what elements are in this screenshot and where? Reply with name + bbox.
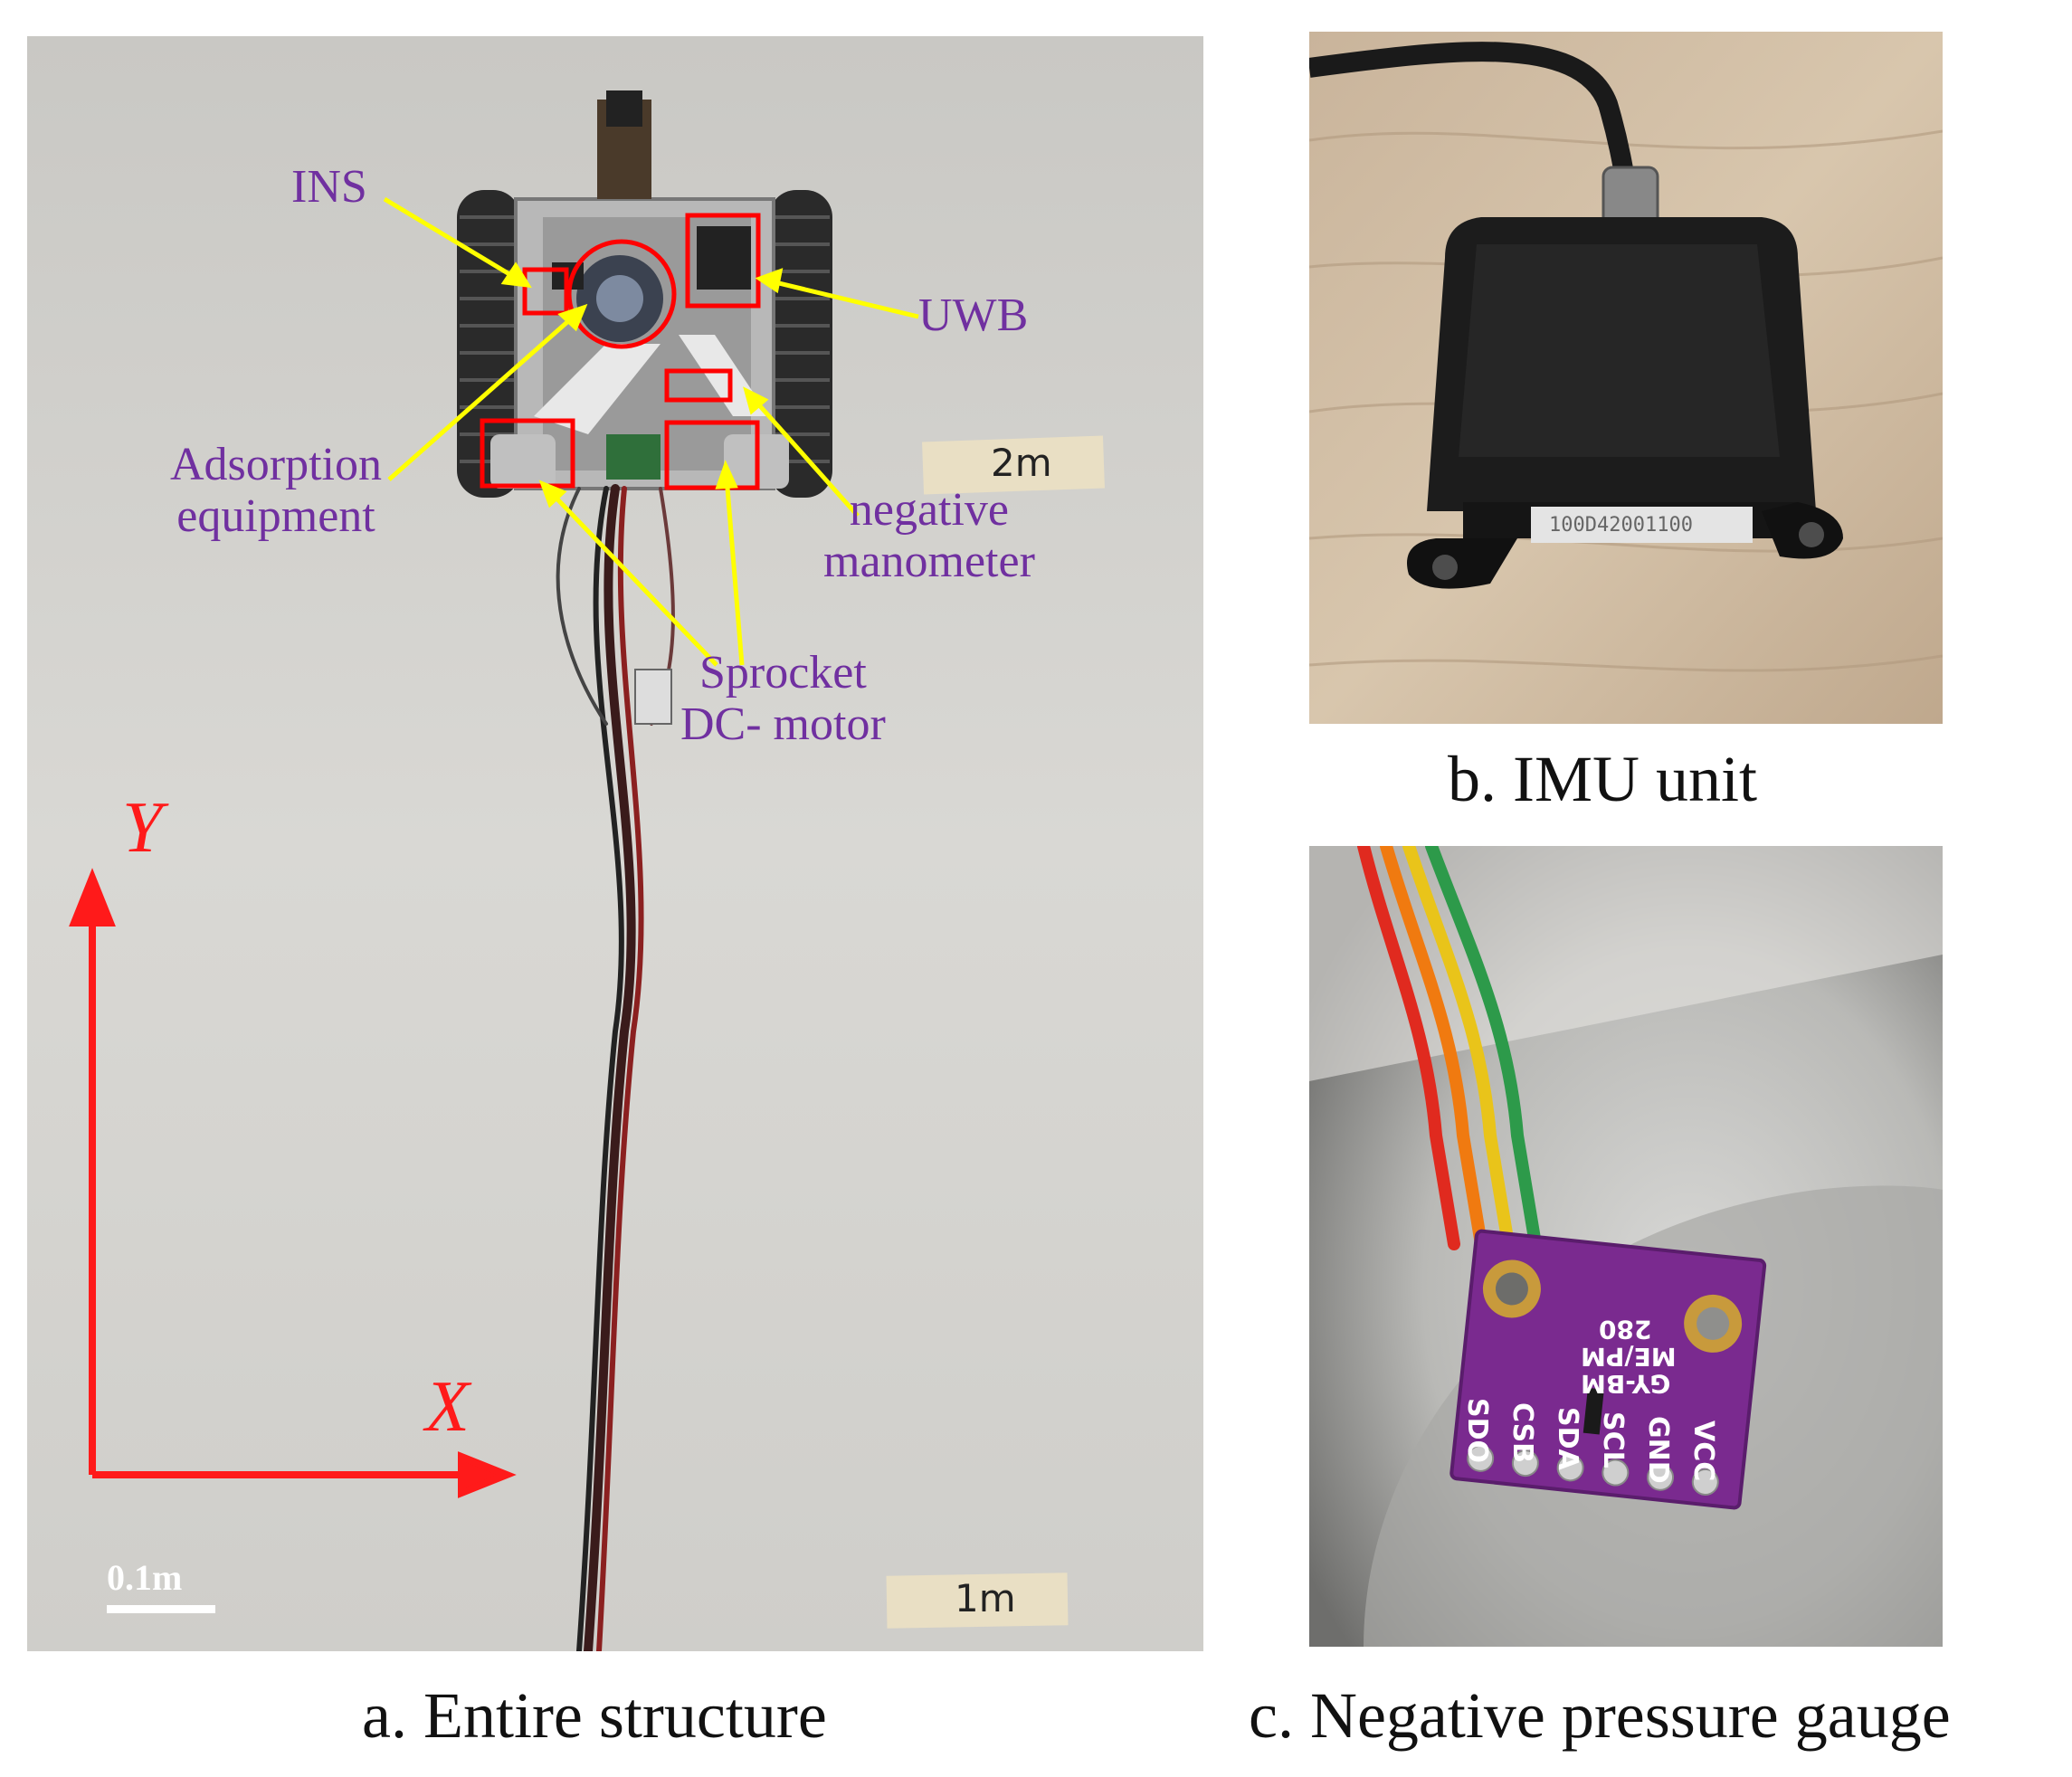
pin-label-sdo: SDO [1461,1398,1493,1464]
pin-label-vcc: VCC [1687,1421,1719,1482]
left-motor-box [480,418,575,489]
imu-photo [1309,32,1943,724]
board-text-line1: GY-BM [1581,1369,1671,1399]
pin-label-csb: CSB [1506,1402,1538,1464]
panel-c-photo: GY-BM ME/PM 280 SDO CSB SDA SCL GND VCC [1309,846,1943,1647]
caption-b: b. IMU unit [1448,743,1757,815]
pin-label-scl: SCL [1597,1411,1629,1468]
panel-b-photo: 100D42001100 [1309,32,1943,724]
label-uwb: UWB [918,290,1029,341]
right-motor-box [664,420,760,490]
tape-1m [886,1573,1069,1629]
axis-x-label: X [425,1367,470,1447]
manometer-box [664,368,733,403]
label-sprocket-dc-motor: Sprocket DC- motor [680,647,886,751]
ins-box [522,267,569,316]
adsorption-circle [566,239,677,349]
caption-a: a. Entire structure [362,1679,827,1752]
board-text-line3: 280 [1599,1315,1652,1345]
tape-2m [922,435,1105,495]
cable-bundle [556,484,675,1651]
tape-mark-2m: 2m [991,441,1052,485]
pressure-gauge-photo [1309,846,1943,1647]
imu-serial-number: 100D42001100 [1549,514,1693,537]
scale-bar [107,1605,215,1613]
xy-axes [69,868,517,1498]
caption-c: c. Negative pressure gauge [1249,1679,1951,1752]
pin-label-sda: SDA [1552,1407,1583,1470]
label-adsorption-equipment: Adsorption equipment [170,439,382,543]
axis-y-label: Y [122,788,163,868]
pin-label-gnd: GND [1642,1416,1674,1484]
scale-bar-label: 0.1m [107,1557,183,1598]
tape-mark-1m: 1m [955,1576,1016,1620]
board-text-line2: ME/PM [1581,1342,1677,1372]
robot-wall-photo [27,36,1203,1651]
panel-a-photo: INS UWB Adsorption equipment negative ma… [27,36,1203,1651]
uwb-box [685,213,761,309]
label-ins: INS [291,161,367,213]
label-negative-manometer: negative manometer [823,484,1035,588]
